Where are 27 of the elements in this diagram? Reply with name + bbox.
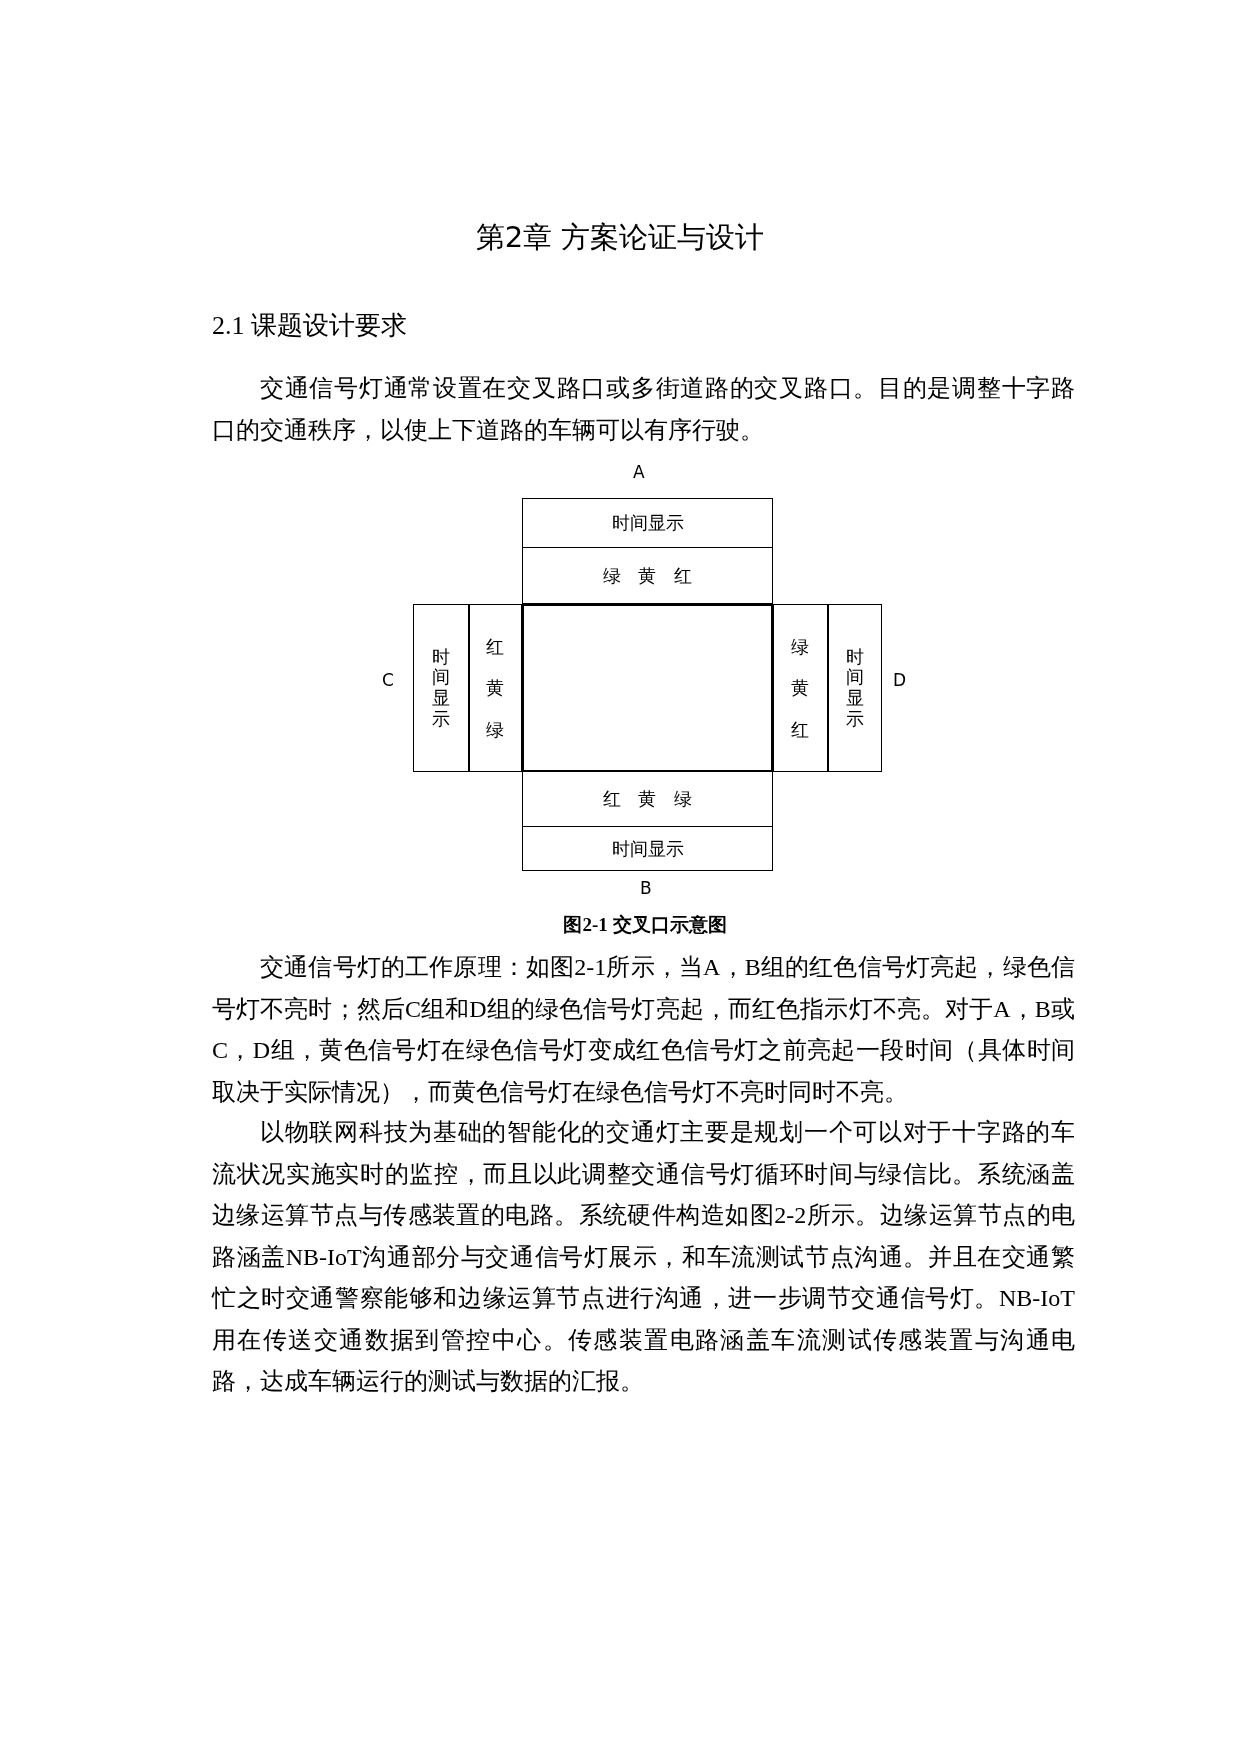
panel-text: 时间显示	[845, 646, 865, 730]
signal-light-panel	[522, 771, 773, 827]
paragraph: 交通信号灯通常设置在交叉路口或多街道路的交叉路口。目的是调整十字路口的交通秩序，以使上下道路的车辆可以有序行驶。	[212, 374, 1075, 445]
figure-caption: 图2-1 交叉口示意图	[562, 913, 728, 937]
signal-light-panel	[522, 547, 773, 604]
time-display-panel	[828, 604, 882, 772]
panel-text: 时间显示	[611, 836, 684, 861]
intersection-box	[522, 604, 773, 772]
signal-light-panel	[469, 604, 522, 772]
time-display-panel	[522, 826, 773, 871]
panel-text: 时间显示	[431, 646, 451, 730]
panel-text: 红 黄 绿	[603, 787, 692, 811]
panel-text: 红黄绿	[486, 634, 505, 742]
direction-label: C	[382, 670, 394, 690]
paragraph: 交通信号灯的工作原理：如图2-1所示，当A，B组的红色信号灯亮起，绿色信号灯不亮时；然后C组和D组的绿色信号灯亮起，而红色指示灯不亮。对于A，B或C，D组，黄色信号灯在绿色信号灯变成红色信号灯之前亮起一段时间（具体时间取决于实际情况），而黄色信号灯在绿色信号灯不亮时同时不亮。	[212, 953, 1075, 1107]
time-display-panel	[522, 498, 773, 548]
signal-light-panel	[773, 604, 828, 772]
section-heading: 2.1 课题设计要求	[212, 310, 407, 342]
direction-label: A	[633, 462, 645, 482]
direction-label: D	[893, 670, 907, 690]
time-display-panel	[413, 604, 469, 772]
panel-text: 时间显示	[611, 511, 684, 535]
panel-text: 绿 黄 红	[603, 563, 692, 588]
panel-text: 绿黄红	[791, 634, 810, 742]
direction-label: B	[640, 878, 652, 898]
chapter-title: 第2章 方案论证与设计	[474, 219, 766, 256]
paragraph: 以物联网科技为基础的智能化的交通灯主要是规划一个可以对于十字路的车流状况实施实时的监控，而且以此调整交通信号灯循环时间与绿信比。系统涵盖边缘运算节点与传感装置的电路。系统硬件构造如图2-2所示。边缘运算节点的电路涵盖NB-IoT沟通部分与交通信号灯展示，和车流测试节点沟通。并且在交通繁忙之时交通警察能够和边缘运算节点进行沟通，进一步调节交通信号灯。NB-IoT用在传送交通数据到管控中心。传感装置电路涵盖车流测试传感装置与沟通电路，达成车辆运行的测试与数据的汇报。	[212, 1118, 1075, 1396]
